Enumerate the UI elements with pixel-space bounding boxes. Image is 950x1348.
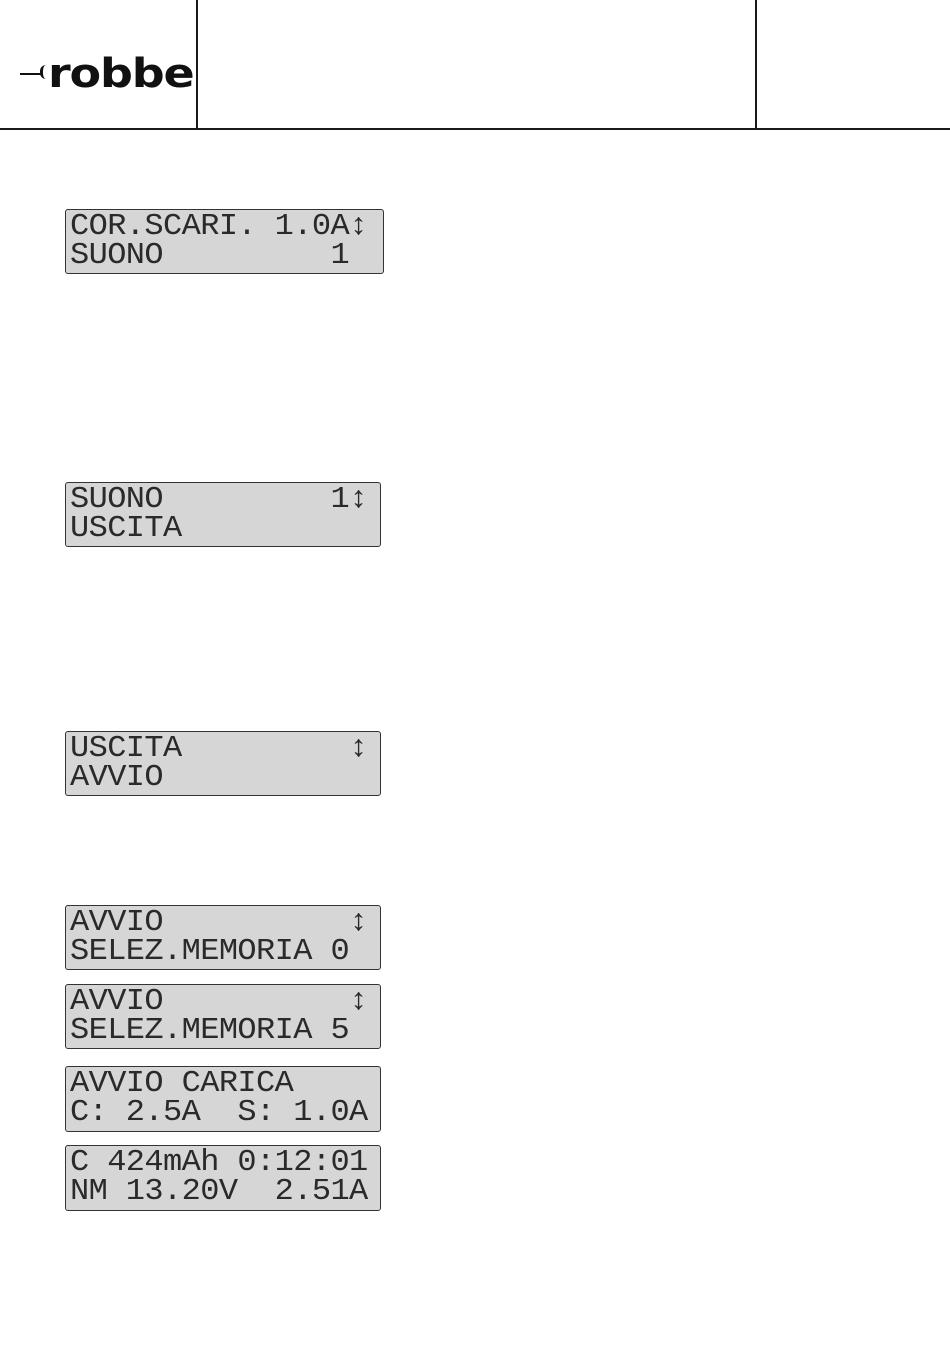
lcd-line-2: SUONO 1 [70, 237, 350, 273]
lcd-display-charging-status: C 424mAh 0:12:01 NM 13.20V 2.51A [65, 1145, 381, 1211]
lcd-display-sound: SUONO 1↕ USCITA [65, 482, 381, 547]
lcd-line-2: USCITA [70, 510, 182, 546]
lcd-display-exit: USCITA ↕ AVVIO [65, 731, 381, 796]
lcd-display-start-memory-0: AVVIO ↕ SELEZ.MEMORIA 0 [65, 905, 381, 970]
lcd-line-1: AVVIO ↕ [70, 983, 368, 1019]
lcd-line-2: AVVIO [70, 759, 164, 795]
lcd-line-2: C: 2.5A S: 1.0A [70, 1094, 368, 1130]
lcd-display-start-charge: AVVIO CARICA C: 2.5A S: 1.0A [65, 1066, 381, 1132]
lcd-line-1: COR.SCARI. 1.0A↕ [70, 208, 368, 244]
airplane-icon [18, 59, 48, 89]
lcd-line-1: AVVIO ↕ [70, 904, 368, 940]
lcd-line-2: SELEZ.MEMORIA 5 [70, 1012, 350, 1048]
lcd-line-1: USCITA ↕ [70, 730, 368, 766]
logo-text: robbe [48, 51, 195, 97]
lcd-display-discharge-current: COR.SCARI. 1.0A↕ SUONO 1 [65, 209, 384, 274]
lcd-line-1: AVVIO CARICA [70, 1065, 294, 1101]
lcd-line-1: C 424mAh 0:12:01 [70, 1144, 368, 1180]
header-rule [0, 128, 950, 130]
lcd-line-2: NM 13.20V 2.51A [70, 1173, 368, 1209]
header-divider [196, 0, 198, 129]
header-divider [755, 0, 757, 129]
lcd-display-start-memory-5: AVVIO ↕ SELEZ.MEMORIA 5 [65, 984, 381, 1049]
lcd-line-2: SELEZ.MEMORIA 0 [70, 933, 350, 969]
robbe-logo: robbe [18, 54, 195, 94]
lcd-line-1: SUONO 1↕ [70, 481, 368, 517]
